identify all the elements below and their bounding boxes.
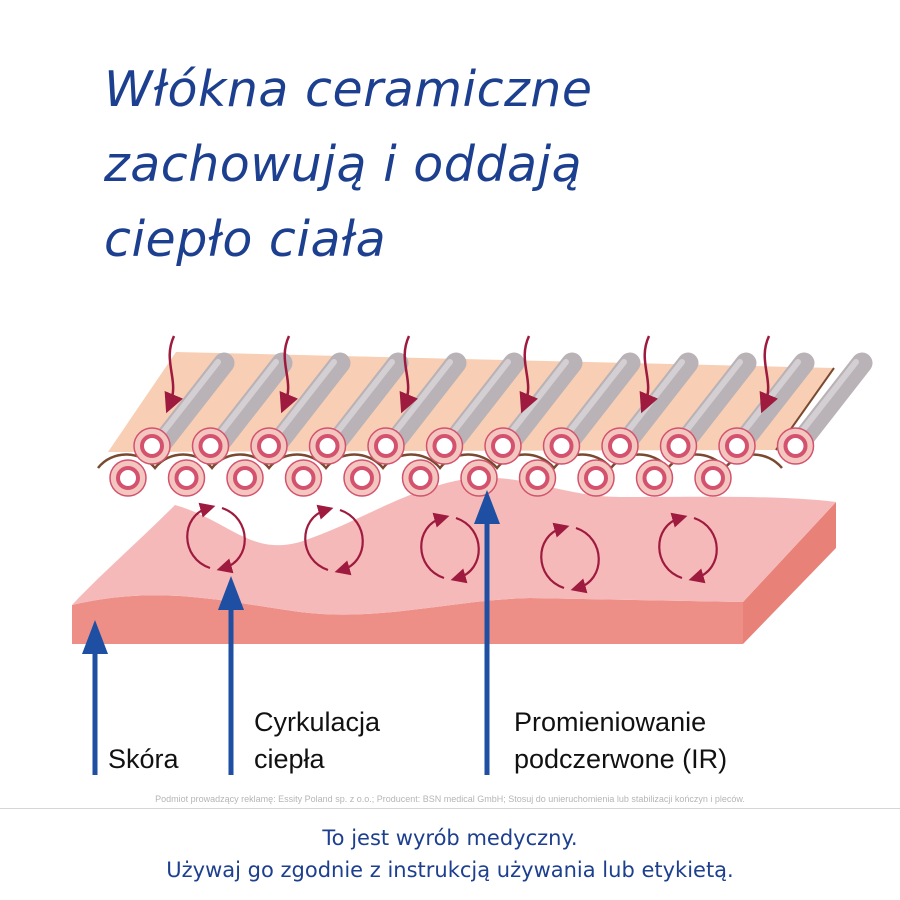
- fiber-strand-highlight: [154, 359, 221, 443]
- fiber-strand-highlight: [676, 359, 743, 443]
- medical-device-notice: To jest wyrób medyczny. Używaj go zgodni…: [0, 822, 900, 886]
- ceramic-fiber-icon: [694, 459, 732, 497]
- circulation-arrow: [218, 576, 244, 775]
- skin-side-right: [743, 502, 836, 644]
- fiber-strand-highlight: [328, 359, 395, 443]
- fiber-strand-highlight: [212, 359, 279, 443]
- heat-arrows: [164, 335, 779, 414]
- label-infrared-radiation: Promieniowanie podczerwone (IR): [514, 707, 728, 774]
- fiber-strand-highlight: [560, 359, 627, 443]
- fiber-strand-highlight: [386, 359, 453, 443]
- ceramic-fiber-icon: [460, 459, 498, 497]
- ceramic-fiber-icon: [191, 427, 230, 465]
- ceramic-fiber-icon: [542, 427, 581, 465]
- up-arrow-icon: [218, 576, 244, 610]
- ceramic-fiber-icon: [250, 427, 288, 465]
- heat-arrow-icon: [279, 335, 299, 414]
- heat-arrow-icon: [519, 335, 539, 414]
- fiber-strand: [497, 352, 583, 456]
- infrared-arrow: [474, 490, 500, 775]
- skin-layer: [72, 477, 836, 644]
- notice-line-1: To jest wyrób medyczny.: [322, 826, 578, 850]
- fiber-strand: [671, 352, 757, 456]
- title-line-1: Włókna ceramiczne: [104, 61, 593, 118]
- ceramic-fiber-icon: [284, 459, 323, 497]
- ceramic-fiber-icon: [109, 459, 147, 497]
- title-line-3: ciepło ciała: [104, 211, 387, 268]
- circulation-cycle-icon: [540, 522, 600, 594]
- footer-divider: [0, 808, 900, 809]
- ceramic-fiber-icon: [226, 459, 264, 497]
- ceramic-fiber-icon: [635, 459, 674, 497]
- ceramic-fiber-icon: [343, 459, 381, 497]
- ceramic-fiber-icon: [133, 427, 171, 465]
- circulation-cycle-icon: [420, 512, 480, 584]
- ceramic-fiber-icon: [401, 459, 440, 497]
- ceramic-fiber-icon: [367, 427, 405, 465]
- ceramic-fiber-icon: [484, 427, 522, 465]
- fiber-strand-highlight: [444, 359, 511, 443]
- ceramic-fiber-icon: [776, 427, 815, 465]
- ceramic-fiber-icon: [167, 459, 206, 497]
- fabric-layer: [97, 352, 873, 497]
- heat-arrow-icon: [164, 335, 184, 414]
- heat-arrow-icon: [399, 335, 419, 414]
- skin-arrow: [82, 620, 108, 775]
- fiber-strand-highlight: [792, 359, 859, 443]
- ceramic-fiber-icon: [577, 459, 615, 497]
- ceramic-fiber-icon: [718, 427, 756, 465]
- label-skin: Skóra: [108, 744, 179, 774]
- fiber-strand: [207, 352, 293, 456]
- up-arrow-icon: [82, 620, 108, 654]
- skin-top: [72, 477, 836, 615]
- fiber-strand: [265, 352, 351, 456]
- ceramic-fiber-icon: [601, 427, 639, 465]
- fiber-strand: [381, 352, 467, 456]
- legal-disclaimer: Podmiot prowadzący reklamę: Essity Polan…: [155, 794, 745, 804]
- circulation-cycle-icon: [658, 512, 718, 584]
- fiber-strand: [555, 352, 641, 456]
- title-line-2: zachowują i oddają: [104, 136, 583, 193]
- heat-arrow-icon: [759, 335, 779, 414]
- notice-line-2: Używaj go zgodnie z instrukcją używania …: [166, 858, 734, 882]
- up-arrow-icon: [474, 490, 500, 524]
- page-title: Włókna ceramiczne zachowują i oddają cie…: [104, 52, 864, 277]
- fiber-strand: [323, 352, 409, 456]
- ceramic-fiber-icon: [659, 427, 698, 465]
- heat-circulation-cycles: [186, 502, 718, 594]
- heat-arrow-icon: [639, 335, 659, 414]
- label-heat-circulation: Cyrkulacja ciepła: [254, 707, 381, 774]
- fiber-strand: [149, 352, 235, 456]
- ceramic-fiber-icon: [425, 427, 464, 465]
- ceramic-fiber-icon: [518, 459, 557, 497]
- fiber-strand-highlight: [270, 359, 337, 443]
- fiber-strand: [439, 352, 525, 456]
- circulation-cycle-icon: [304, 504, 364, 576]
- ceramic-fiber-icon: [308, 427, 347, 465]
- fiber-strand: [787, 352, 873, 456]
- circulation-cycle-icon: [186, 502, 246, 574]
